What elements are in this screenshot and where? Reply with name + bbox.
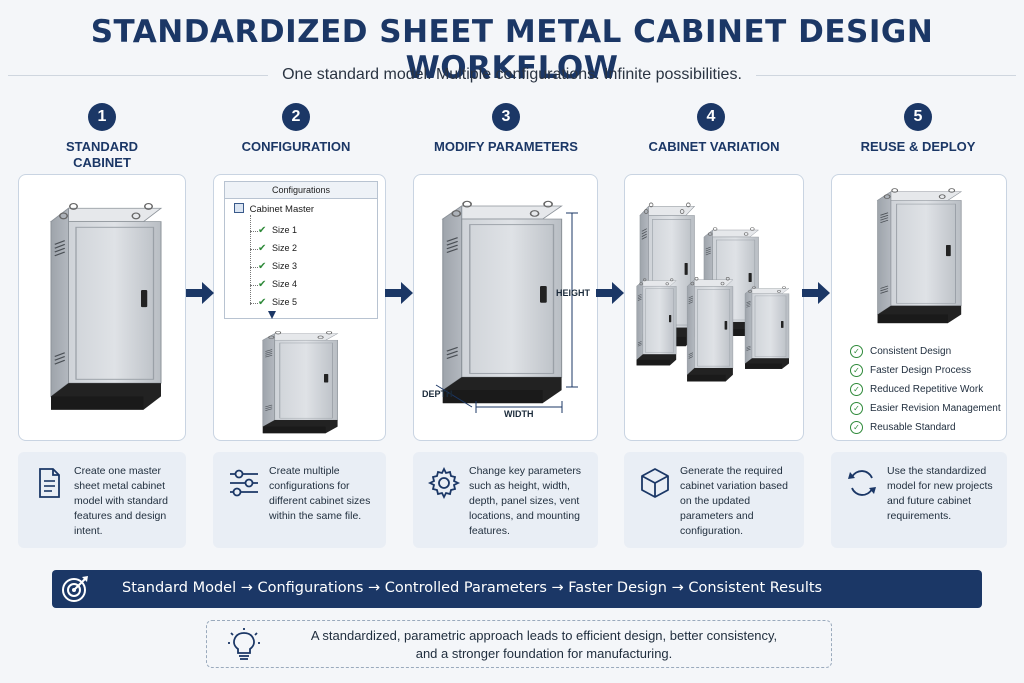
description-text: Use the standardized model for new proje… xyxy=(887,465,993,522)
benefit-label: Consistent Design xyxy=(870,346,952,357)
dimension-width-label: WIDTH xyxy=(504,409,534,419)
cabinet-dimensioned-illustration xyxy=(435,200,578,413)
dimension-height-label: HEIGHT xyxy=(556,288,591,298)
cabinet-small-illustration xyxy=(262,330,339,434)
config-check-icon: ✔ xyxy=(258,225,267,236)
tree-root-cabinet-master[interactable]: Cabinet Master xyxy=(234,203,314,215)
assembly-icon xyxy=(234,203,244,213)
page-title: STANDARDIZED SHEET METAL CABINET DESIGN … xyxy=(90,14,934,86)
description-card-3: Change key parameters such as height, wi… xyxy=(413,452,598,548)
step-number-5: 5 xyxy=(904,103,932,131)
cube-icon xyxy=(641,468,669,498)
description-card-1: Create one master sheet metal cabinet mo… xyxy=(18,452,186,548)
config-item-size-5[interactable]: Size 5 xyxy=(272,297,298,307)
cabinet-variations-illustration xyxy=(636,202,790,382)
check-circle-icon: ✓ xyxy=(850,345,863,358)
panel-cabinet-variation xyxy=(624,174,804,441)
arrow-right-icon xyxy=(596,282,624,304)
workflow-summary-text: Standard Model → Configurations → Contro… xyxy=(122,580,823,596)
config-item-size-4[interactable]: Size 4 xyxy=(272,279,298,289)
arrow-down-icon xyxy=(268,311,276,319)
dimension-depth-label: DEPTH xyxy=(422,389,453,399)
config-check-icon: ✔ xyxy=(258,261,267,272)
subtitle-wrap: One standard model. Multiple configurati… xyxy=(0,66,1024,84)
workflow-summary-bar: Standard Model → Configurations → Contro… xyxy=(52,570,982,608)
cabinet-illustration xyxy=(50,202,162,411)
tree-root-label: Cabinet Master xyxy=(249,204,315,215)
gear-icon xyxy=(427,466,461,500)
check-circle-icon: ✓ xyxy=(850,421,863,434)
config-check-icon: ✔ xyxy=(258,279,267,290)
benefit-label: Faster Design Process xyxy=(870,365,972,376)
config-item-size-3[interactable]: Size 3 xyxy=(272,261,298,271)
panel-standard-model xyxy=(18,174,186,441)
arrow-right-icon xyxy=(802,282,830,304)
arrow-right-icon xyxy=(186,282,214,304)
description-card-2: Create multiple configurations for diffe… xyxy=(213,452,386,548)
footer-note-line-1: A standardized, parametric approach lead… xyxy=(310,628,778,643)
tree-line xyxy=(250,285,258,286)
description-card-4: Generate the required cabinet variation … xyxy=(624,452,804,548)
cabinet-reuse-illustration xyxy=(877,188,962,324)
check-circle-icon: ✓ xyxy=(850,402,863,415)
config-check-icon: ✔ xyxy=(258,297,267,308)
benefits-list: ✓ Consistent Design ✓ Faster Design Proc… xyxy=(832,345,1008,442)
description-text: Generate the required cabinet variation … xyxy=(680,465,788,537)
step-title-4: CABINET VARIATION xyxy=(648,139,780,154)
configurations-tree xyxy=(224,199,378,319)
refresh-icon xyxy=(848,470,876,496)
benefit-label: Reduced Repetitive Work xyxy=(870,384,984,395)
config-check-icon: ✔ xyxy=(258,243,267,254)
description-card-5: Use the standardized model for new proje… xyxy=(831,452,1007,548)
tree-line xyxy=(250,231,258,232)
step-number-2: 2 xyxy=(282,103,310,131)
page-subtitle: One standard model. Multiple configurati… xyxy=(8,66,1016,84)
sliders-icon xyxy=(230,469,258,497)
benefit-label: Reusable Standard xyxy=(870,422,956,433)
footer-note: A standardized, parametric approach lead… xyxy=(206,620,832,668)
lightbulb-icon xyxy=(228,628,260,660)
step-number-3: 3 xyxy=(492,103,520,131)
description-text: Create multiple configurations for diffe… xyxy=(269,465,371,522)
benefit-label: Easier Revision Management xyxy=(870,403,1001,414)
check-circle-icon: ✓ xyxy=(850,383,863,396)
target-icon xyxy=(62,576,88,602)
step-title-2: CONFIGURATION xyxy=(241,139,351,154)
check-circle-icon: ✓ xyxy=(850,364,863,377)
config-item-size-1[interactable]: Size 1 xyxy=(272,225,298,235)
step-number-1: 1 xyxy=(88,103,116,131)
description-text: Change key parameters such as height, wi… xyxy=(469,465,582,537)
panel-modify-parameters: HEIGHT WIDTH DEPTH xyxy=(413,174,598,441)
configurations-header: Configurations xyxy=(224,181,378,199)
config-item-size-2[interactable]: Size 2 xyxy=(272,243,298,253)
arrow-right-icon xyxy=(385,282,413,304)
step-number-4: 4 xyxy=(697,103,725,131)
tree-line xyxy=(250,267,258,268)
document-icon xyxy=(39,468,60,498)
step-title-5: REUSE & DEPLOY xyxy=(860,139,976,154)
tree-line xyxy=(250,249,258,250)
footer-note-text: A standardized, parametric approach lead… xyxy=(267,627,821,663)
tree-line xyxy=(250,215,251,305)
description-text: Create one master sheet metal cabinet mo… xyxy=(74,465,168,537)
panel-configuration: Configurations Cabinet Master ✔ ✔ ✔ ✔ ✔ … xyxy=(213,174,386,441)
footer-note-line-2: and a stronger foundation for manufactur… xyxy=(415,646,673,661)
step-title-3: MODIFY PARAMETERS xyxy=(434,139,578,154)
tree-line xyxy=(250,303,258,304)
panel-reuse-deploy: ✓ Consistent Design ✓ Faster Design Proc… xyxy=(831,174,1007,441)
